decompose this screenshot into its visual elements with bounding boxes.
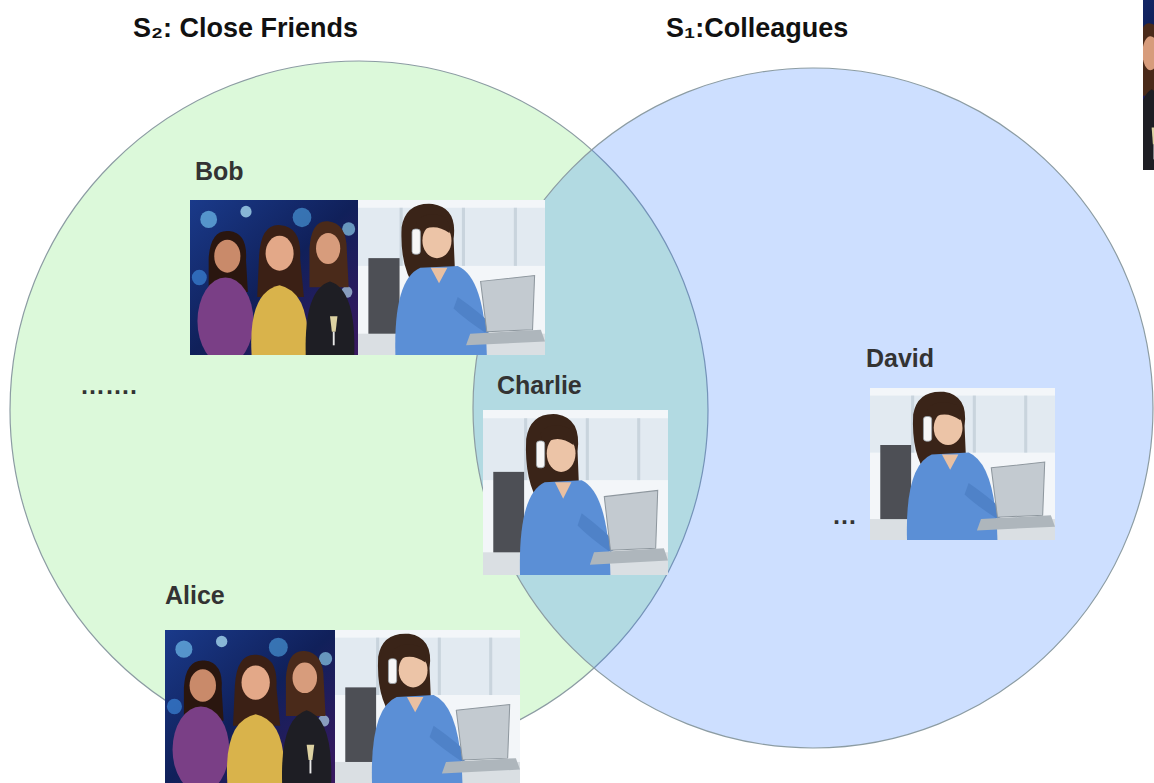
photo: [165, 630, 520, 783]
photo: [483, 410, 668, 575]
photo: [190, 200, 545, 365]
set-title: S₁:Colleagues: [666, 12, 848, 44]
person-name: Bob: [195, 156, 244, 186]
set-circle-shape: [473, 68, 1153, 748]
person-name: Charlie: [497, 370, 582, 400]
photo: [870, 388, 1055, 540]
ellipsis: …: [832, 500, 857, 530]
person-name: David: [866, 343, 934, 373]
set-title: S₂: Close Friends: [133, 12, 358, 44]
photo-edge: [1143, 0, 1154, 170]
ellipsis: …….: [80, 370, 137, 400]
person-name: Alice: [165, 580, 225, 610]
